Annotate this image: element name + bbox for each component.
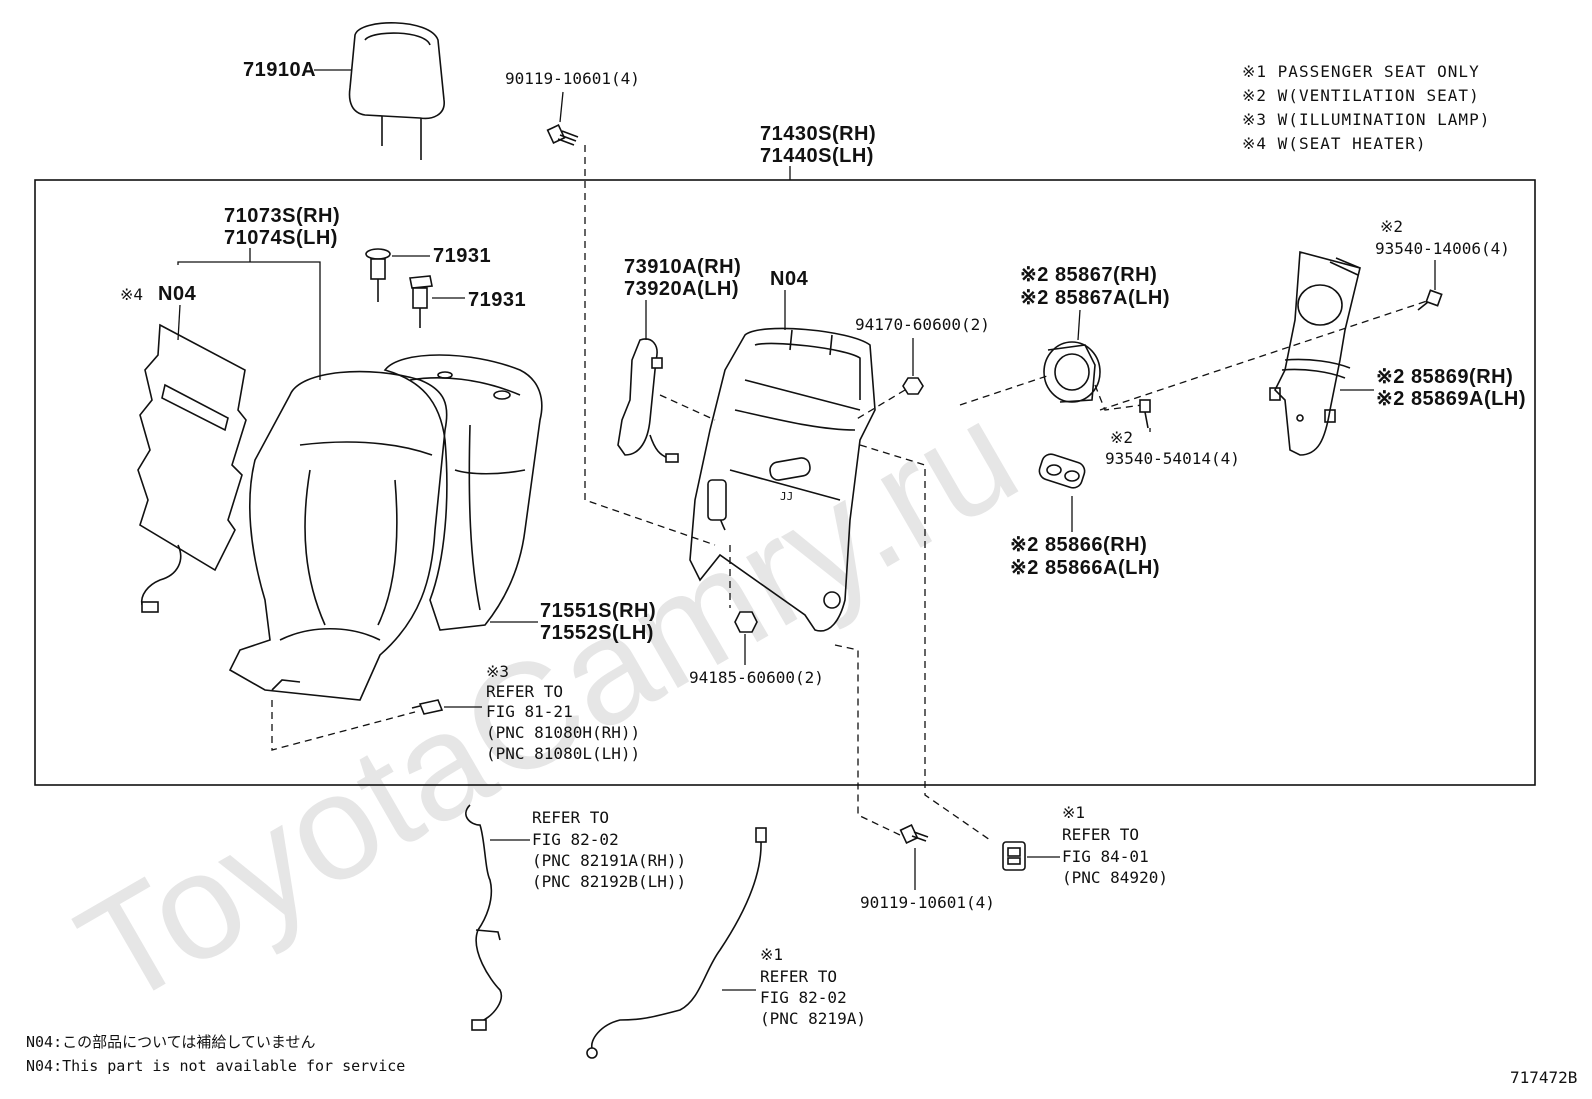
label-headrest: 71910A — [243, 59, 316, 81]
switch-ref-line: FIG 84-01 — [1062, 847, 1149, 866]
diagram-id: 717472B — [1510, 1068, 1577, 1087]
label-bolt-top: 90119-10601(4) — [505, 69, 640, 88]
label-bolt-bottom: 90119-10601(4) — [860, 893, 995, 912]
harness-2-ref-line: (PNC 8219A) — [760, 1009, 866, 1028]
harness-2-ref-line: ※1 — [760, 945, 783, 964]
harness-1-ref-line: (PNC 82191A(RH)) — [532, 851, 686, 870]
label-fan-rh: ※2 85867(RH) — [1020, 264, 1157, 286]
label-heater-mark: ※4 — [120, 285, 143, 304]
switch-ref-line: (PNC 84920) — [1062, 868, 1168, 887]
bolt-bottom-part[interactable] — [899, 824, 929, 844]
switch-ref-line: ※1 — [1062, 803, 1085, 822]
label-assembly-rh: 71430S(RH) — [760, 123, 876, 145]
label-cover-lh: 71074S(LH) — [224, 227, 338, 249]
switch-ref-line: REFER TO — [1062, 825, 1139, 844]
switch-reference[interactable]: ※1 REFER TO FIG 84-01 (PNC 84920) — [1062, 803, 1168, 887]
harness-1-ref-line: (PNC 82192B(LH)) — [532, 872, 686, 891]
label-cover-rh: 71073S(RH) — [224, 205, 340, 227]
lamp-ref-line: FIG 81-21 — [486, 702, 573, 721]
label-guide-1: 71931 — [433, 245, 491, 267]
label-vent-rh: ※2 85866(RH) — [1010, 534, 1147, 556]
seat-back-frame-part[interactable]: JJ — [689, 327, 876, 632]
label-screw-mid: 93540-54014(4) — [1105, 449, 1240, 468]
harness-2-ref-line: FIG 82-02 — [760, 988, 847, 1007]
harness-1-ref-line: REFER TO — [532, 808, 609, 827]
label-nut-lower: 94185-60600(2) — [689, 668, 824, 687]
label-guide-2: 71931 — [468, 289, 526, 311]
legend-item: ※4 W(SEAT HEATER) — [1242, 134, 1427, 153]
headrest-guide-1-part[interactable] — [365, 248, 391, 302]
svg-text:JJ: JJ — [780, 490, 793, 503]
label-trim-rh: 73910A(RH) — [624, 256, 741, 278]
lamp-ref-line: ※3 — [486, 662, 509, 681]
harness-1-ref-line: FIG 82-02 — [532, 830, 619, 849]
screw-right-part[interactable] — [1417, 289, 1443, 311]
legend-item: ※1 PASSENGER SEAT ONLY — [1242, 62, 1480, 81]
ventilation-vent-part[interactable] — [1037, 452, 1087, 490]
label-trim-lh: 73920A(LH) — [624, 278, 739, 300]
screw-mid-part[interactable] — [1139, 399, 1151, 429]
footnote-japanese: N04:この部品については補給していません — [26, 1033, 315, 1051]
headrest-guide-2-part[interactable] — [409, 275, 433, 328]
seat-switch-part[interactable] — [1002, 841, 1026, 871]
ventilation-fan-part[interactable] — [1043, 341, 1101, 403]
harness-1-part[interactable] — [465, 804, 502, 1031]
label-duct-rh: ※2 85869(RH) — [1376, 366, 1513, 388]
seat-back-cover-part[interactable] — [228, 370, 448, 701]
illumination-lamp-part[interactable] — [411, 699, 444, 715]
harness-1-reference[interactable]: REFER TO FIG 82-02 (PNC 82191A(RH)) (PNC… — [532, 808, 686, 891]
footnote-english: N04:This part is not available for servi… — [26, 1057, 405, 1075]
legend-item: ※2 W(VENTILATION SEAT) — [1242, 86, 1480, 105]
label-screw-right: 93540-14006(4) — [1375, 239, 1510, 258]
lamp-reference[interactable]: ※3 REFER TO FIG 81-21 (PNC 81080H(RH)) (… — [486, 662, 640, 763]
harness-2-ref-line: REFER TO — [760, 967, 837, 986]
label-screw-mid-mark: ※2 — [1110, 428, 1133, 447]
lamp-ref-line: (PNC 81080H(RH)) — [486, 723, 640, 742]
bolt-top-part[interactable] — [546, 124, 579, 146]
ventilation-duct-part[interactable] — [1269, 250, 1361, 456]
assembly-frame-box — [34, 179, 1536, 786]
side-trim-part[interactable] — [617, 338, 679, 463]
label-screw-right-mark: ※2 — [1380, 217, 1403, 236]
harness-2-part[interactable] — [586, 827, 767, 1059]
label-vent-lh: ※2 85866A(LH) — [1010, 557, 1160, 579]
legend: ※1 PASSENGER SEAT ONLY ※2 W(VENTILATION … — [1242, 62, 1490, 153]
nut-lower-part[interactable] — [734, 611, 758, 633]
seat-back-pad-part[interactable] — [383, 354, 543, 631]
headrest-part[interactable] — [348, 22, 445, 160]
seat-heater-part[interactable] — [137, 323, 247, 613]
label-assembly-lh: 71440S(LH) — [760, 145, 874, 167]
harness-2-reference[interactable]: ※1 REFER TO FIG 82-02 (PNC 8219A) — [760, 945, 866, 1028]
label-nut-upper: 94170-60600(2) — [855, 315, 990, 334]
label-pad-lh: 71552S(LH) — [540, 622, 654, 644]
label-heater: N04 — [158, 283, 197, 305]
lamp-ref-line: (PNC 81080L(LH)) — [486, 744, 640, 763]
legend-item: ※3 W(ILLUMINATION LAMP) — [1242, 110, 1490, 129]
label-frame: N04 — [770, 268, 809, 290]
label-pad-rh: 71551S(RH) — [540, 600, 656, 622]
label-fan-lh: ※2 85867A(LH) — [1020, 287, 1170, 309]
nut-upper-part[interactable] — [902, 377, 924, 395]
lamp-ref-line: REFER TO — [486, 682, 563, 701]
label-duct-lh: ※2 85869A(LH) — [1376, 388, 1526, 410]
